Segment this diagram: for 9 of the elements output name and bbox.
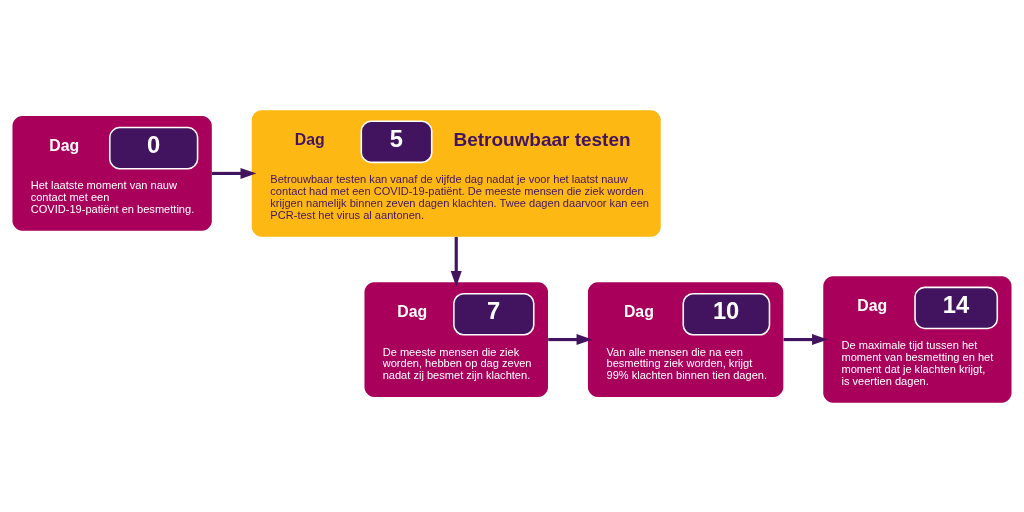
arrow: [548, 333, 593, 345]
arrow: [450, 236, 462, 287]
arrow: [211, 167, 257, 179]
node-box: Dag 14 De maximale tijd tussen het moment van besmetting en het moment dat je klachten krijgt, is veertien dagen.: [823, 275, 1012, 403]
node-box: Dag 0 Het laatste moment van nauw contact met een COVID-19-patiënt en besmetting.: [12, 115, 212, 231]
node-box: Dag 10 Van alle mensen die na een besmetting ziek worden, krijgt 99% klachten binnen tien dagen.: [587, 281, 784, 397]
arrow: [783, 333, 828, 345]
node-box: Dag 5 Betrouwbaar testen Betrouwbaar testen kan vanaf de vijfde dag nadat je voor het laatst nauw contact had met een COVID-19-patiënt. De meeste mensen die ziek worden krijgen namelijk binnen zeven dagen klachten. Twee dagen daarvoor kan een PCR-test het virus al aantonen.: [251, 109, 661, 237]
node-box: Dag 7 De meeste mensen die ziek worden, hebben op dag zeven nadat zij besmet zijn klachten.: [364, 281, 548, 397]
